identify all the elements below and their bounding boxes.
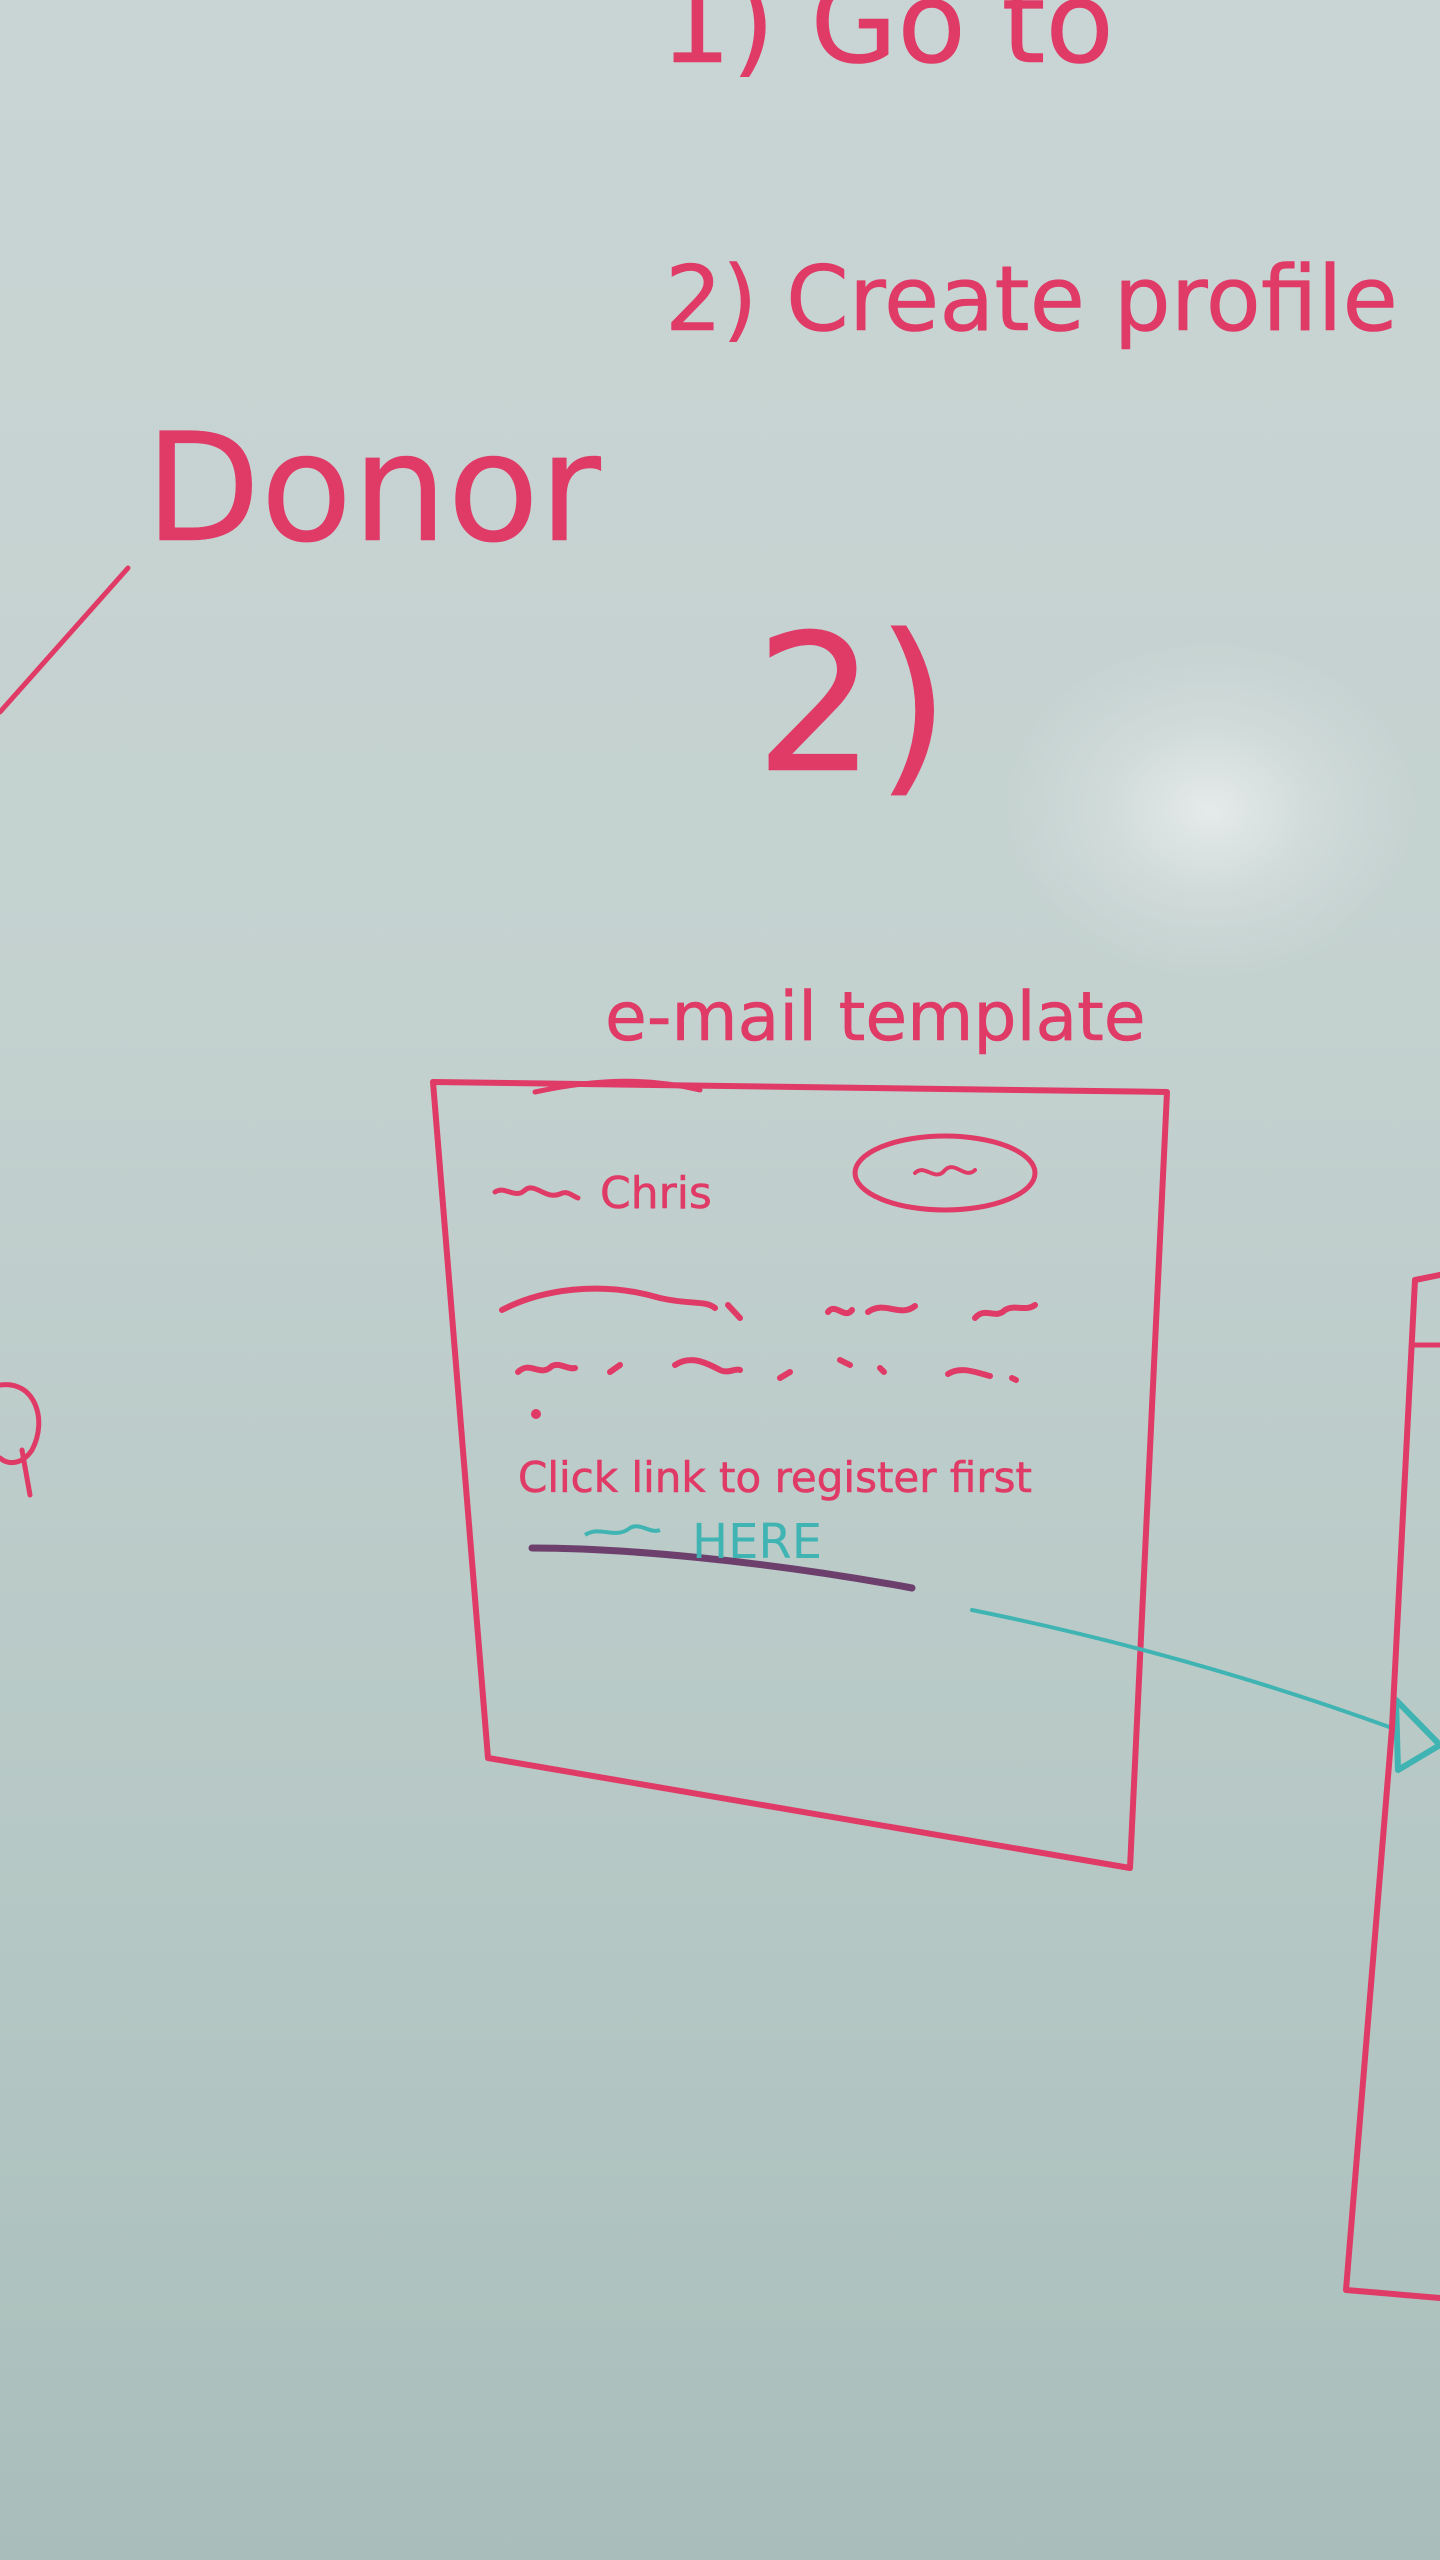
light-glare xyxy=(1000,640,1420,980)
email-frame xyxy=(430,1079,1170,1871)
instruction-text: Click link to register first xyxy=(518,1453,1032,1502)
arrow-head-icon xyxy=(1393,1697,1440,1773)
logo-scribble xyxy=(913,1165,977,1177)
step-two-repeat-text: 2) xyxy=(755,594,950,815)
link-text[interactable]: HERE xyxy=(692,1514,822,1570)
donor-label: Donor xyxy=(145,402,601,576)
link-underline xyxy=(528,1544,916,1592)
link-scribble xyxy=(583,1524,661,1537)
email-template-sketch: Chris Click link to register first HERE xyxy=(430,1078,1170,1871)
body-line-2 xyxy=(515,1357,1019,1383)
connector-line xyxy=(0,565,131,715)
frame-top-accent xyxy=(532,1078,703,1095)
greeting-name: Chris xyxy=(600,1168,712,1219)
email-template-title: e-mail template xyxy=(605,978,1146,1057)
greeting-scribble xyxy=(492,1185,581,1201)
right-panel-frame xyxy=(1343,1272,1440,2301)
step-one-text: 1) Go to xyxy=(660,0,1114,89)
body-dot xyxy=(531,1409,541,1419)
logo-oval xyxy=(852,1133,1038,1213)
step-two-text: 2) Create profile xyxy=(665,247,1398,352)
partial-letter xyxy=(0,1382,42,1498)
link-arrow xyxy=(970,1608,1394,1730)
body-line-1 xyxy=(499,1285,1038,1321)
